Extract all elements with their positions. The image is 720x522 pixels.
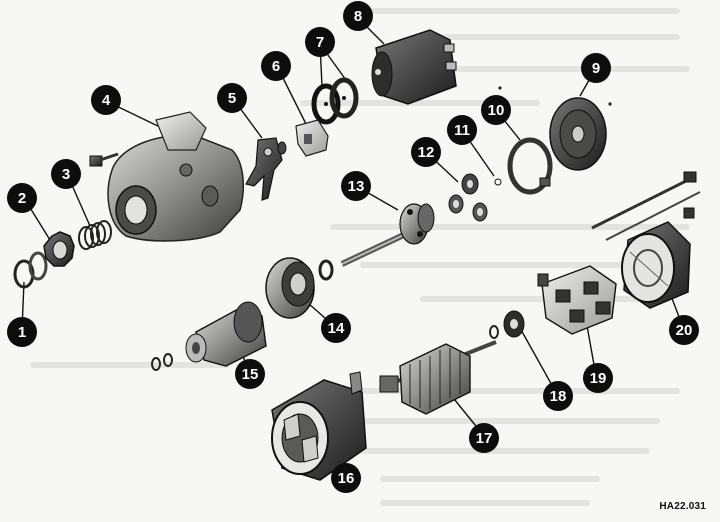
yoke-field-frame: [271, 371, 367, 481]
retainer-ring: [507, 137, 553, 195]
svg-text:4: 4: [102, 92, 111, 109]
svg-text:7: 7: [316, 34, 324, 51]
svg-text:1: 1: [18, 324, 26, 341]
brush-holder: [537, 265, 617, 335]
svg-text:20: 20: [676, 322, 693, 339]
bearing-rollers: [448, 173, 488, 222]
svg-text:5: 5: [228, 90, 236, 107]
callout-7: 7: [305, 27, 335, 57]
steel-ball: [494, 178, 502, 186]
svg-text:15: 15: [242, 366, 259, 383]
callout-14: 14: [321, 313, 351, 343]
callout-9: 9: [581, 53, 611, 83]
callout-1: 1: [7, 317, 37, 347]
thrust-washer: [318, 259, 334, 281]
callout-18: 18: [543, 381, 573, 411]
callout-5: 5: [217, 83, 247, 113]
pinion-gear: [43, 231, 75, 267]
svg-text:10: 10: [488, 102, 505, 119]
overrunning-clutch: [185, 301, 267, 367]
callout-15: 15: [235, 359, 265, 389]
svg-text:3: 3: [62, 166, 70, 183]
callout-19: 19: [583, 363, 613, 393]
svg-text:19: 19: [590, 370, 607, 387]
svg-text:8: 8: [354, 8, 362, 25]
svg-text:13: 13: [348, 178, 365, 195]
figure-code: HA22.031: [659, 501, 706, 512]
svg-text:12: 12: [418, 144, 435, 161]
gaskets: [311, 77, 359, 125]
commutator-end-cover: [591, 171, 701, 309]
brush-plate-disk: [549, 97, 607, 171]
armature: [379, 340, 497, 415]
svg-text:6: 6: [272, 58, 280, 75]
callout-6: 6: [261, 51, 291, 81]
callout-10: 10: [481, 95, 511, 125]
callout-13: 13: [341, 171, 371, 201]
callout-8: 8: [343, 1, 373, 31]
internal-gear-housing: [265, 257, 315, 319]
svg-text:11: 11: [454, 122, 470, 139]
seal-block: [295, 119, 329, 157]
callout-11: 11: [447, 115, 477, 145]
callout-2: 2: [7, 183, 37, 213]
housing-bolt: [89, 152, 119, 167]
svg-text:9: 9: [592, 60, 600, 77]
svg-text:18: 18: [550, 388, 567, 405]
commutator-bearing: [489, 310, 525, 339]
svg-text:14: 14: [328, 320, 345, 337]
callout-markers: 1 2 3 4 5 6 7 8 9 10 11 12 13 14 15 16 1…: [7, 1, 699, 493]
spring: [78, 220, 112, 250]
drive-end-housing: [107, 111, 245, 242]
callout-3: 3: [51, 159, 81, 189]
callout-12: 12: [411, 137, 441, 167]
callout-16: 16: [331, 463, 361, 493]
callout-17: 17: [469, 423, 499, 453]
planetary-output-shaft: [340, 203, 435, 267]
svg-text:2: 2: [18, 190, 26, 207]
shift-lever: [245, 137, 283, 201]
callout-4: 4: [91, 85, 121, 115]
solenoid: [371, 29, 457, 105]
svg-text:16: 16: [338, 470, 355, 487]
svg-text:17: 17: [476, 430, 493, 447]
callout-20: 20: [669, 315, 699, 345]
